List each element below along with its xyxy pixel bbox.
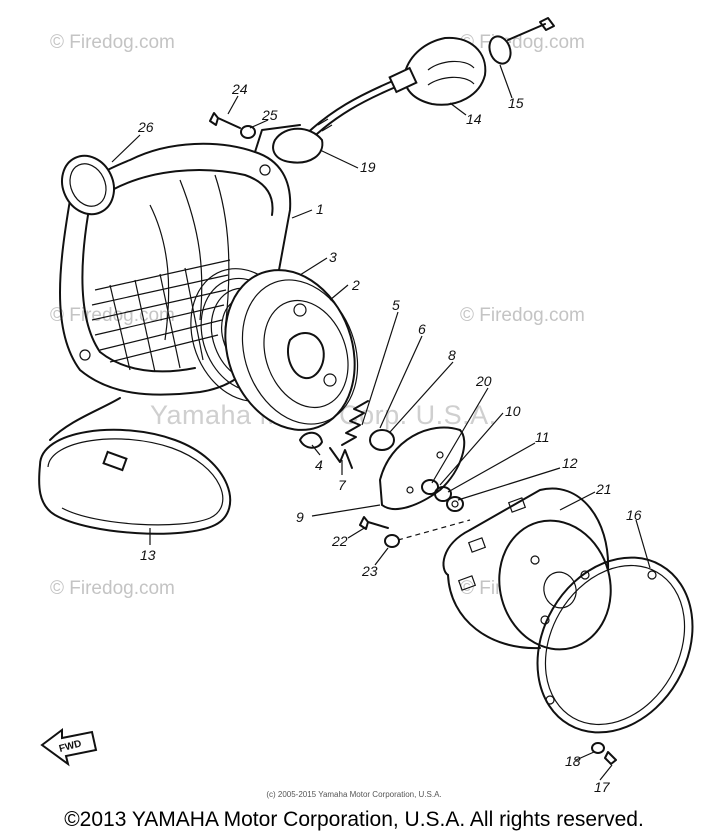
callout-5: 5 <box>392 297 400 313</box>
callout-17: 17 <box>594 779 611 795</box>
bolt-and-washer <box>359 516 471 548</box>
footer-copyright: ©2013 YAMAHA Motor Corporation, U.S.A. A… <box>64 808 644 831</box>
callout-25: 25 <box>261 107 278 123</box>
callout-labels: 1 2 3 4 5 6 7 8 9 10 11 12 13 14 15 16 1… <box>137 81 642 795</box>
coil-spring <box>341 400 369 446</box>
pawl <box>299 431 323 449</box>
callout-4: 4 <box>315 457 323 473</box>
callout-23: 23 <box>361 563 378 579</box>
starter-handle <box>388 36 487 106</box>
fwd-arrow: FWD <box>40 728 98 767</box>
gasket-ring <box>536 556 694 734</box>
watermark-top-left: © Firedog.com <box>50 32 175 53</box>
screw-and-washer <box>591 742 617 765</box>
callout-20: 20 <box>475 373 492 389</box>
callout-13: 13 <box>140 547 156 563</box>
callout-7: 7 <box>338 477 347 493</box>
bolt-top <box>209 112 241 129</box>
pulley <box>224 269 359 431</box>
washers <box>421 479 464 512</box>
callout-19: 19 <box>360 159 376 175</box>
fine-print-copyright: (c) 2005-2015 Yamaha Motor Corporation, … <box>266 790 442 799</box>
callout-11: 11 <box>535 429 550 445</box>
callout-22: 22 <box>331 533 348 549</box>
starter-drum <box>442 487 612 651</box>
ring <box>369 429 395 451</box>
callout-3: 3 <box>329 249 337 265</box>
cable-guide <box>272 127 324 164</box>
callout-6: 6 <box>418 321 426 337</box>
seal-loop <box>38 397 232 535</box>
pawl-spring <box>329 447 353 469</box>
callout-18: 18 <box>565 753 581 769</box>
callout-1: 1 <box>316 201 324 217</box>
callout-16: 16 <box>626 507 642 523</box>
callout-12: 12 <box>562 455 578 471</box>
callout-26: 26 <box>137 119 154 135</box>
callout-24: 24 <box>231 81 248 97</box>
watermark-mid-right: © Firedog.com <box>460 305 585 326</box>
watermark-low-left: © Firedog.com <box>50 578 175 599</box>
friction-plate <box>378 426 466 510</box>
callout-10: 10 <box>505 403 521 419</box>
callout-2: 2 <box>351 277 360 293</box>
cap-part <box>61 154 115 216</box>
handle-knob <box>488 17 555 65</box>
callout-21: 21 <box>595 481 612 497</box>
callout-8: 8 <box>448 347 456 363</box>
callout-14: 14 <box>466 111 482 127</box>
callout-9: 9 <box>296 509 304 525</box>
washer-top <box>240 125 256 139</box>
leader-lines <box>111 64 651 781</box>
callout-15: 15 <box>508 95 524 111</box>
